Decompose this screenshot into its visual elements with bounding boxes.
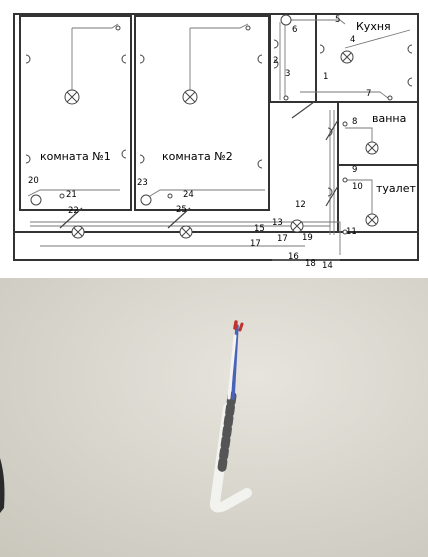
num-10: 10 <box>352 182 363 192</box>
wire-white <box>227 334 237 400</box>
lamp-hall-1 <box>71 225 85 239</box>
num-21: 21 <box>66 190 77 200</box>
num-15: 15 <box>254 224 265 234</box>
num-13: 13 <box>272 218 283 228</box>
lamps <box>30 14 379 239</box>
wire-red-tip-1 <box>233 320 238 330</box>
lamp-hall-2 <box>179 225 193 239</box>
num-6: 6 <box>292 25 297 35</box>
label-room1: комната №1 <box>40 150 111 163</box>
num-4: 4 <box>350 35 355 45</box>
sockets <box>25 39 413 197</box>
doors <box>59 101 339 229</box>
num-24: 24 <box>183 190 194 200</box>
num-1: 1 <box>323 72 328 82</box>
num-9: 9 <box>352 165 357 175</box>
label-bath: ванна <box>372 112 406 125</box>
wiring-plan-diagram: комната №1 комната №2 Кухня ванна туалет… <box>0 0 428 275</box>
num-12: 12 <box>295 200 306 210</box>
wire-red-tip-2 <box>238 322 244 332</box>
lamp-bath <box>365 141 379 155</box>
num-23: 23 <box>137 178 148 188</box>
switches <box>59 25 393 235</box>
num-5: 5 <box>335 15 340 25</box>
num-8: 8 <box>352 117 357 127</box>
walls <box>13 13 419 261</box>
wall-cable-photo <box>0 278 428 557</box>
dark-edge <box>0 458 5 513</box>
insulation-wrap <box>217 391 237 473</box>
label-kitchen: Кухня <box>356 20 391 33</box>
label-toilet: туалет <box>376 182 416 195</box>
lamp-corridor <box>280 14 292 26</box>
label-room2: комната №2 <box>162 150 233 163</box>
num-3: 3 <box>285 69 290 79</box>
cable-outer-sheath <box>209 403 252 513</box>
num-16: 16 <box>288 252 299 262</box>
num-18: 18 <box>305 259 316 269</box>
junction-20 <box>30 194 42 206</box>
num-14: 14 <box>322 261 333 271</box>
lamp-hall-3 <box>290 219 304 233</box>
num-17b: 17 <box>277 234 288 244</box>
cable <box>209 320 252 513</box>
num-22: 22 <box>68 206 79 216</box>
num-2: 2 <box>273 56 278 66</box>
num-11: 11 <box>346 227 357 237</box>
lamp-kitchen <box>340 50 354 64</box>
num-19: 19 <box>302 233 313 243</box>
wire-blue <box>231 324 239 400</box>
lamp-toilet <box>365 213 379 227</box>
lamp-room1 <box>64 89 80 105</box>
wiring-lines <box>27 19 411 261</box>
num-25: 25 <box>176 205 187 215</box>
junction-23 <box>140 194 152 206</box>
num-20: 20 <box>28 176 39 186</box>
num-7: 7 <box>366 89 371 99</box>
num-17a: 17 <box>250 239 261 249</box>
wall-background <box>0 278 428 557</box>
lamp-room2 <box>182 89 198 105</box>
